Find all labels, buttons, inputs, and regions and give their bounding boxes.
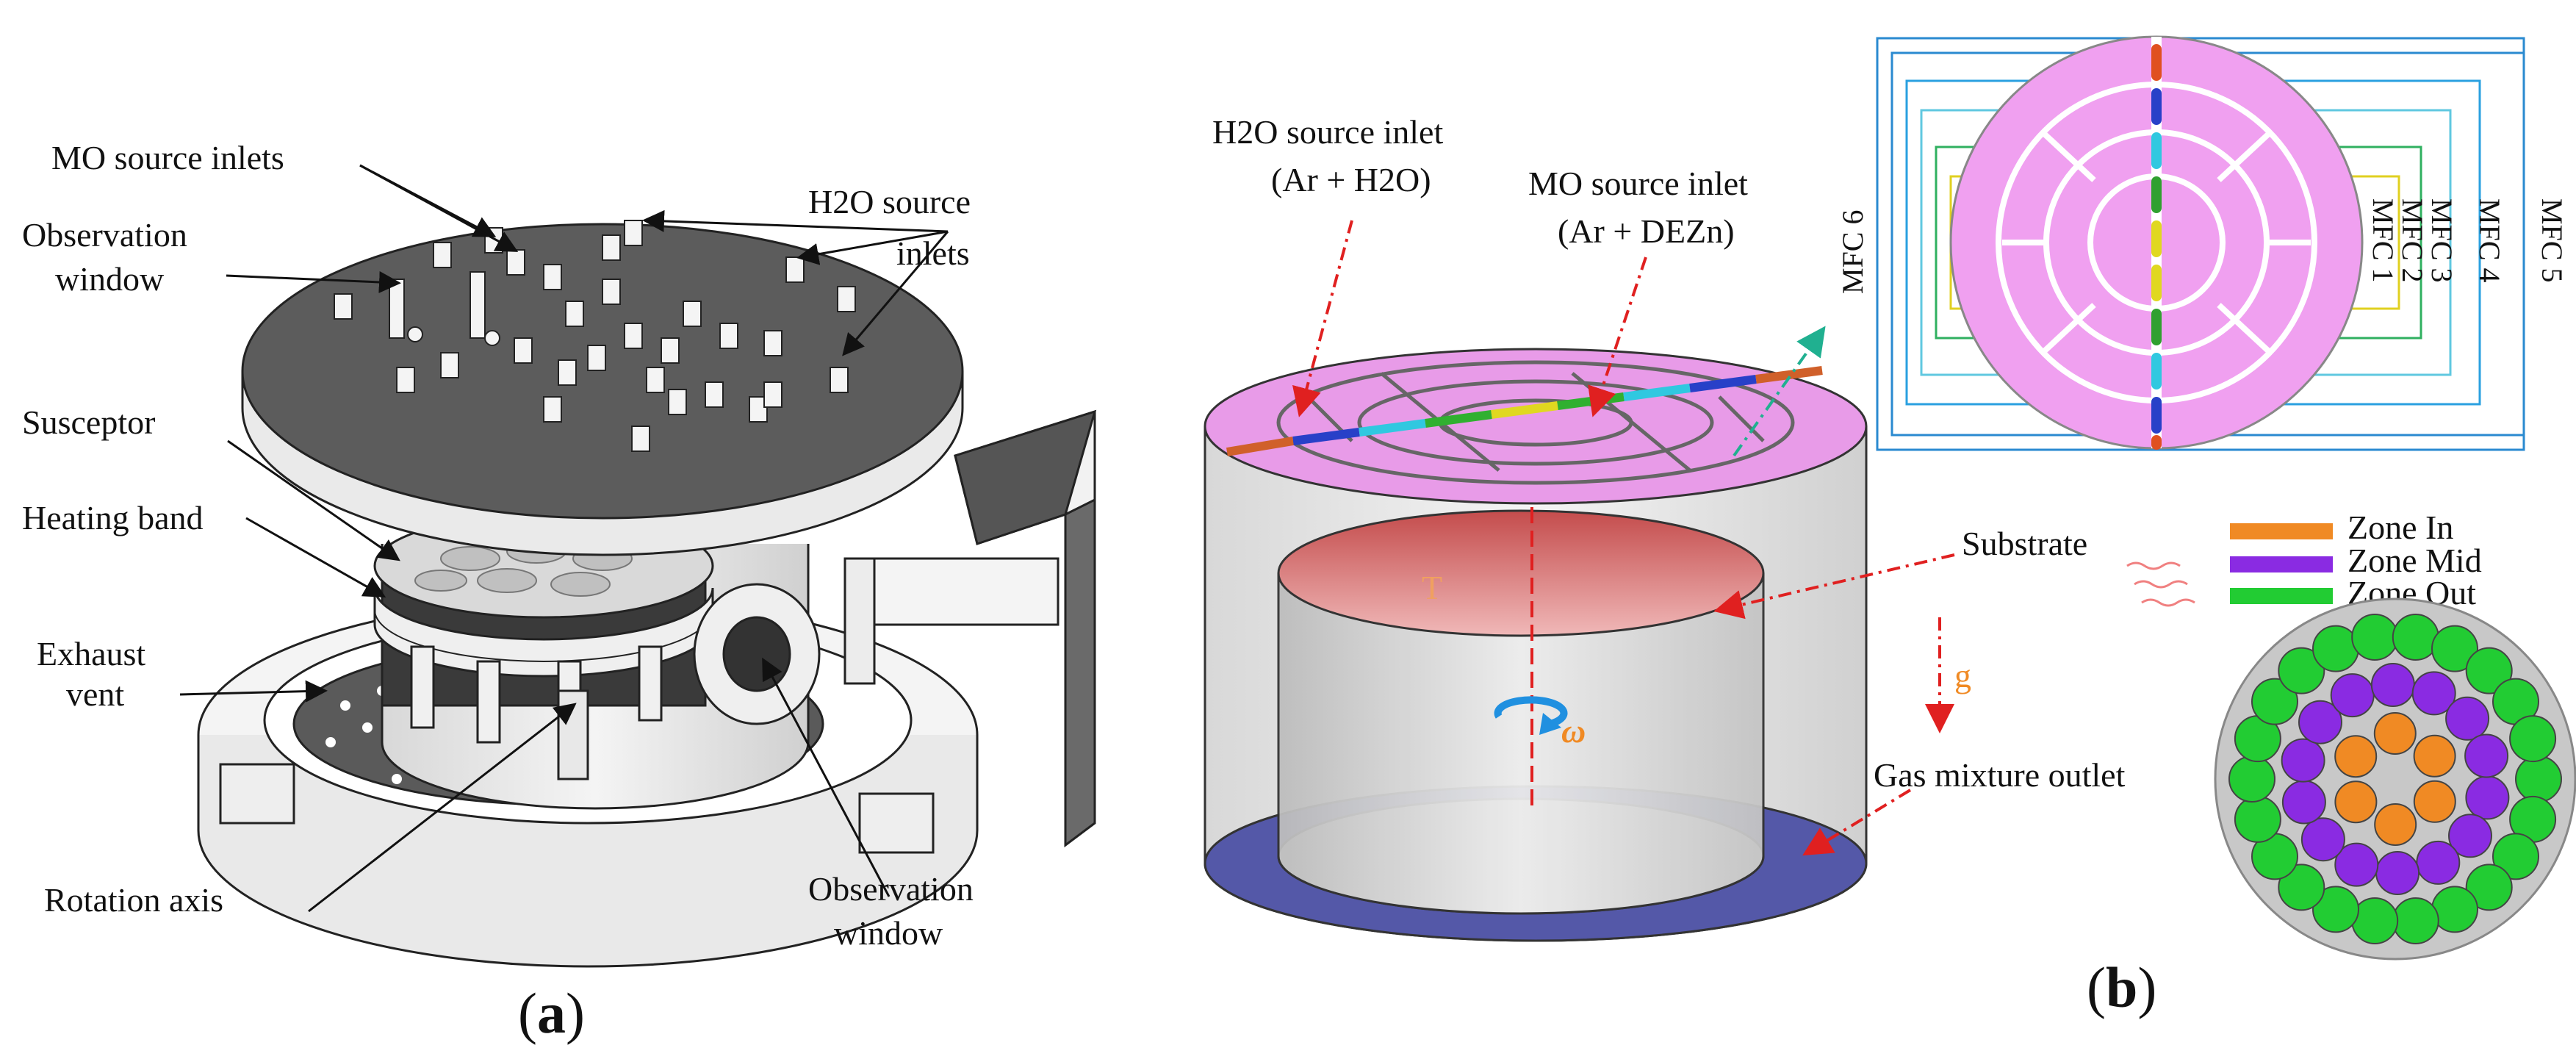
zone-mid-circle [2375,851,2420,895]
zone-mid-circle [2448,814,2492,858]
label-exhaust-line1: Exhaust [37,635,145,672]
label-susceptor: Susceptor [22,403,155,441]
label-mfc-6: MFC 6 [1836,210,1869,295]
label-observation-window-top-line1: Observation [22,216,187,254]
zone-in-circle [2334,735,2378,778]
zone-mid-circles [2281,663,2510,895]
zone-out-circle [2278,647,2325,694]
label-omega: ω [1561,712,1586,750]
panel-b-annotation-arrows [1292,220,1955,856]
substrate-top [1277,509,1765,637]
mfc-link-arrow [1733,326,1826,457]
label-mo-source-inlets: MO source inlets [51,139,284,176]
zone-out-circle [2278,864,2325,911]
zone-mid-circle [2334,842,2379,887]
zone-out-circle [2492,833,2539,880]
label-observation-window-bottom-line2: window [834,914,943,952]
zone-in-circle [2413,734,2456,778]
label-mfc-5: MFC 5 [2536,198,2569,283]
zone-out-circle [2509,715,2557,763]
label-mo-source-inlet-line2: (Ar + DEZn) [1558,212,1735,250]
label-observation-window-top-line2: window [55,260,165,298]
zone-out-circle [2234,795,2281,843]
label-rotation-axis: Rotation axis [44,881,223,919]
zone-mid-circle [2281,738,2325,783]
label-h2o-inlets-line2: inlets [896,234,970,272]
observation-window-port [693,583,821,725]
zone-out-circle [2431,625,2478,672]
label-heating-band: Heating band [22,499,204,536]
label-mfc-1: MFC 1 [2367,198,2400,283]
label-gas-mixture-outlet: Gas mixture outlet [1874,756,2126,794]
substrate-cylinder [1277,573,1765,915]
panel-a-leader-lines [179,164,949,913]
rotation-axis [557,689,589,780]
zone-out-circles [2228,614,2562,944]
zone-mid-circle [2330,673,2375,718]
zone-out-circle [2431,886,2478,933]
zone-mid-circle [2300,817,2345,862]
label-temperature: T [1422,569,1442,606]
zone-legend: Zone In Zone Mid Zone Out [2230,509,2482,611]
label-h2o-inlets-line1: H2O source [808,183,971,220]
observation-window-top [389,271,500,346]
label-mfc-3: MFC 3 [2425,198,2458,283]
inlet-studs [334,220,856,452]
legend-swatch-zone-in [2230,523,2333,539]
label-mo-source-inlet-line1: MO source inlet [1528,165,1748,202]
label-substrate: Substrate [1962,525,2087,562]
legend-label-zone-mid: Zone Mid [2347,542,2482,579]
zone-mid-circle [2445,696,2490,741]
zone-out-circle [2465,864,2513,911]
zone-mid-circle [2411,671,2456,716]
label-observation-window-bottom-line1: Observation [808,870,974,908]
rotation-arrow-icon [1494,696,1568,728]
legend-swatch-zone-mid [2230,556,2333,572]
label-mfc-4: MFC 4 [2473,198,2506,283]
zone-out-circle [2392,614,2439,661]
panel-b-model-drawing: H2O source inlet (Ar + H2O) MO source in… [1204,35,2576,1019]
label-gravity: g [1954,657,1971,694]
label-mfc-2: MFC 2 [2396,198,2429,283]
zone-mid-circle [2416,840,2461,885]
zone-in-circle [2413,780,2456,823]
panel-a-reactor-drawing: MO source inlets H2O source inlets Obser… [22,139,1097,1045]
zone-out-circle [2465,647,2513,694]
showerhead-top [1204,348,1868,505]
zone-out-circle [2351,614,2399,661]
label-h2o-source-inlet-line1: H2O source inlet [1212,113,1443,151]
mfc-slot-segments [2151,44,2162,450]
zone-mid-circle [2464,733,2509,778]
zone-mid-circle [2281,780,2326,825]
zone-mid-circle [2465,775,2510,820]
panel-a-letter: (a) [518,981,585,1045]
zone-in-circle [2334,780,2378,824]
zone-in-circle [2374,803,2417,846]
zone-out-circle [2228,755,2275,803]
zone-out-circle [2312,625,2359,672]
legend-label-zone-in: Zone In [2347,509,2453,546]
zone-out-circle [2515,755,2562,803]
panel-b-letter: (b) [2087,955,2156,1019]
heat-waves-icon [2126,561,2195,607]
zone-out-circle [2251,678,2298,725]
zone-circle-diagram [2214,597,2576,961]
zone-mid-circle [2298,700,2342,744]
zone-in-circles [2334,712,2456,846]
zone-out-circle [2351,897,2399,944]
legend-swatch-zone-out [2230,588,2333,604]
mfc-distribution-plate: MFC 1 MFC 2 MFC 3 MFC 4 MFC 5 MFC 6 [1836,35,2569,451]
zone-out-circle [2312,886,2359,933]
label-exhaust-line2: vent [66,675,124,713]
zone-in-circle [2373,712,2417,755]
label-h2o-source-inlet-line2: (Ar + H2O) [1271,161,1431,198]
zone-out-circle [2392,897,2439,944]
zone-mid-circle [2370,663,2415,707]
